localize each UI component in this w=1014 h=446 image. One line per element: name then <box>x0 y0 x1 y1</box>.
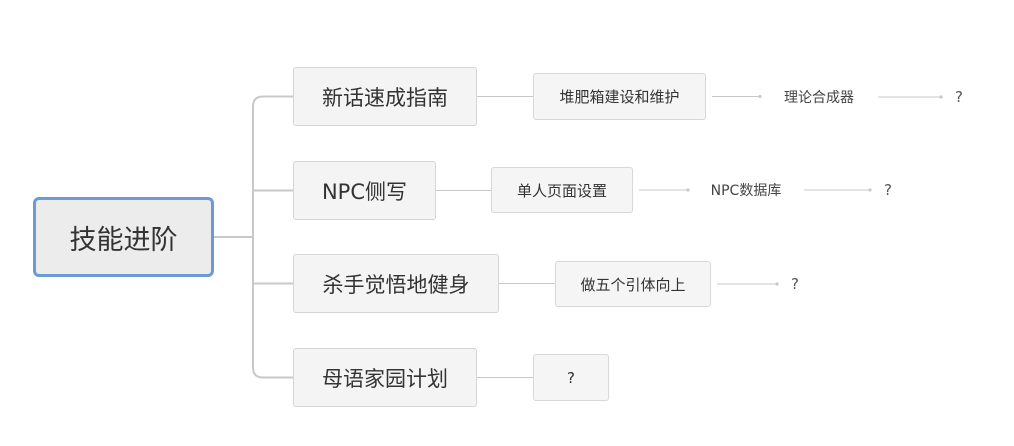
topic-node-2[interactable]: NPC侧写 <box>293 161 436 220</box>
trunk-connector <box>252 95 264 379</box>
chain-dot-2-2 <box>686 188 690 192</box>
chain-dot-1-2 <box>758 94 762 99</box>
subtopic-node-2-1[interactable]: 单人页面设置 <box>491 167 633 213</box>
root-node[interactable]: 技能进阶 <box>33 197 214 277</box>
topic-node-1[interactable]: 新话速成指南 <box>293 67 477 126</box>
topic-node-4[interactable]: 母语家园计划 <box>293 348 477 407</box>
subtopic-node-2-2[interactable]: NPC数据库 <box>710 183 782 199</box>
subtopic-node-3-1[interactable]: 做五个引体向上 <box>555 261 711 307</box>
chain-dot-2-3 <box>868 188 872 192</box>
subtopic-node-3-2[interactable]: ? <box>791 275 799 293</box>
subtopic-node-1-1[interactable]: 堆肥箱建设和维护 <box>533 73 706 120</box>
chain-dot-3-2 <box>775 282 779 286</box>
chain-dot-1-3 <box>939 95 943 99</box>
subtopic-node-1-2[interactable]: 理论合成器 <box>784 90 854 106</box>
topic-node-3[interactable]: 杀手觉悟地健身 <box>293 254 499 313</box>
subtopic-node-2-3[interactable]: ? <box>884 181 892 199</box>
subtopic-node-1-3[interactable]: ? <box>955 88 963 106</box>
subtopic-node-4-1[interactable]: ? <box>533 354 609 401</box>
